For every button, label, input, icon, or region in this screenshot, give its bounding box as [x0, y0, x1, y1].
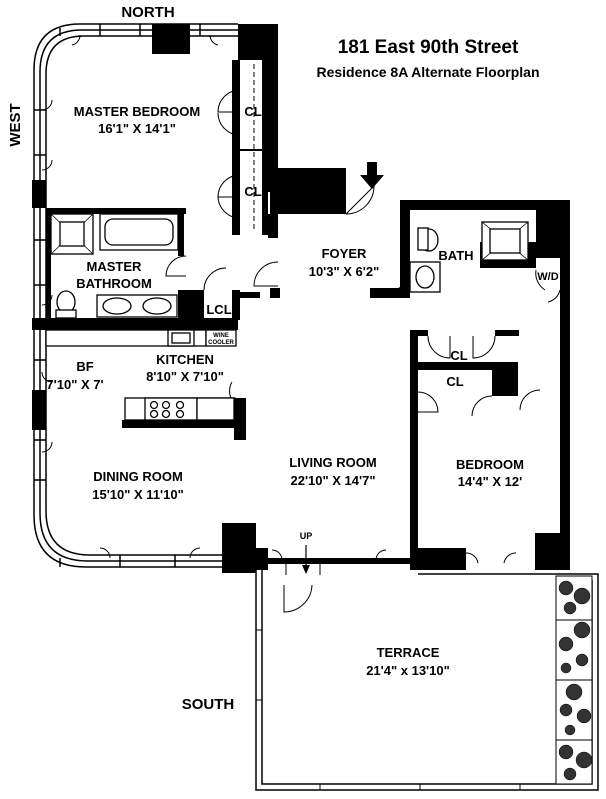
stairs-up-label: UP — [300, 531, 313, 541]
compass-west: WEST — [7, 103, 24, 146]
kitchen-fixtures — [45, 329, 237, 421]
bedroom-label: BEDROOM — [456, 457, 524, 472]
compass-north: NORTH — [121, 4, 174, 21]
kitchen-size: 8'10" X 7'10" — [146, 369, 224, 384]
master-bathroom-label-line2: BATHROOM — [76, 276, 152, 291]
master-bathroom-label-line1: MASTER — [87, 259, 143, 274]
closet-label-1: CL — [244, 104, 261, 119]
structural-walls — [32, 24, 570, 573]
dining-room-size: 15'10" X 11'10" — [92, 487, 184, 502]
closet-label-4: CL — [446, 374, 463, 389]
wine-cooler-label-line1: WINE — [213, 333, 229, 339]
stairs-up — [285, 545, 321, 575]
closet-label-2: CL — [244, 184, 261, 199]
terrace-size: 21'4" x 13'10" — [366, 663, 450, 678]
dining-room-label: DINING ROOM — [93, 469, 183, 484]
master-bath-fixtures — [50, 213, 179, 319]
closet-label-3: CL — [450, 348, 467, 363]
kitchen-label: KITCHEN — [156, 352, 214, 367]
living-room-label: LIVING ROOM — [289, 455, 376, 470]
breakfast-size: 7'10" X 7' — [46, 377, 103, 392]
breakfast-label: BF — [76, 359, 93, 374]
master-bedroom-size: 16'1" X 14'1" — [98, 121, 176, 136]
washer-dryer-label: W/D — [537, 271, 558, 283]
entry-arrow-icon — [360, 162, 384, 189]
bath-label: BATH — [438, 248, 473, 263]
wine-cooler-label-line2: COOLER — [208, 340, 234, 346]
plan-title: 181 East 90th Street — [338, 37, 519, 58]
compass-south: SOUTH — [182, 696, 235, 713]
plan-subtitle: Residence 8A Alternate Floorplan — [316, 64, 539, 80]
terrace-label: TERRACE — [377, 645, 440, 660]
foyer-size: 10'3" X 6'2" — [309, 264, 380, 279]
foyer-label: FOYER — [322, 246, 367, 261]
bedroom-size: 14'4" X 12' — [458, 474, 522, 489]
living-room-size: 22'10" X 14'7" — [290, 473, 375, 488]
linen-closet-label: LCL — [206, 302, 231, 317]
master-bedroom-label: MASTER BEDROOM — [74, 104, 200, 119]
terrace-planter — [555, 575, 593, 785]
bath-fixtures — [409, 221, 529, 293]
